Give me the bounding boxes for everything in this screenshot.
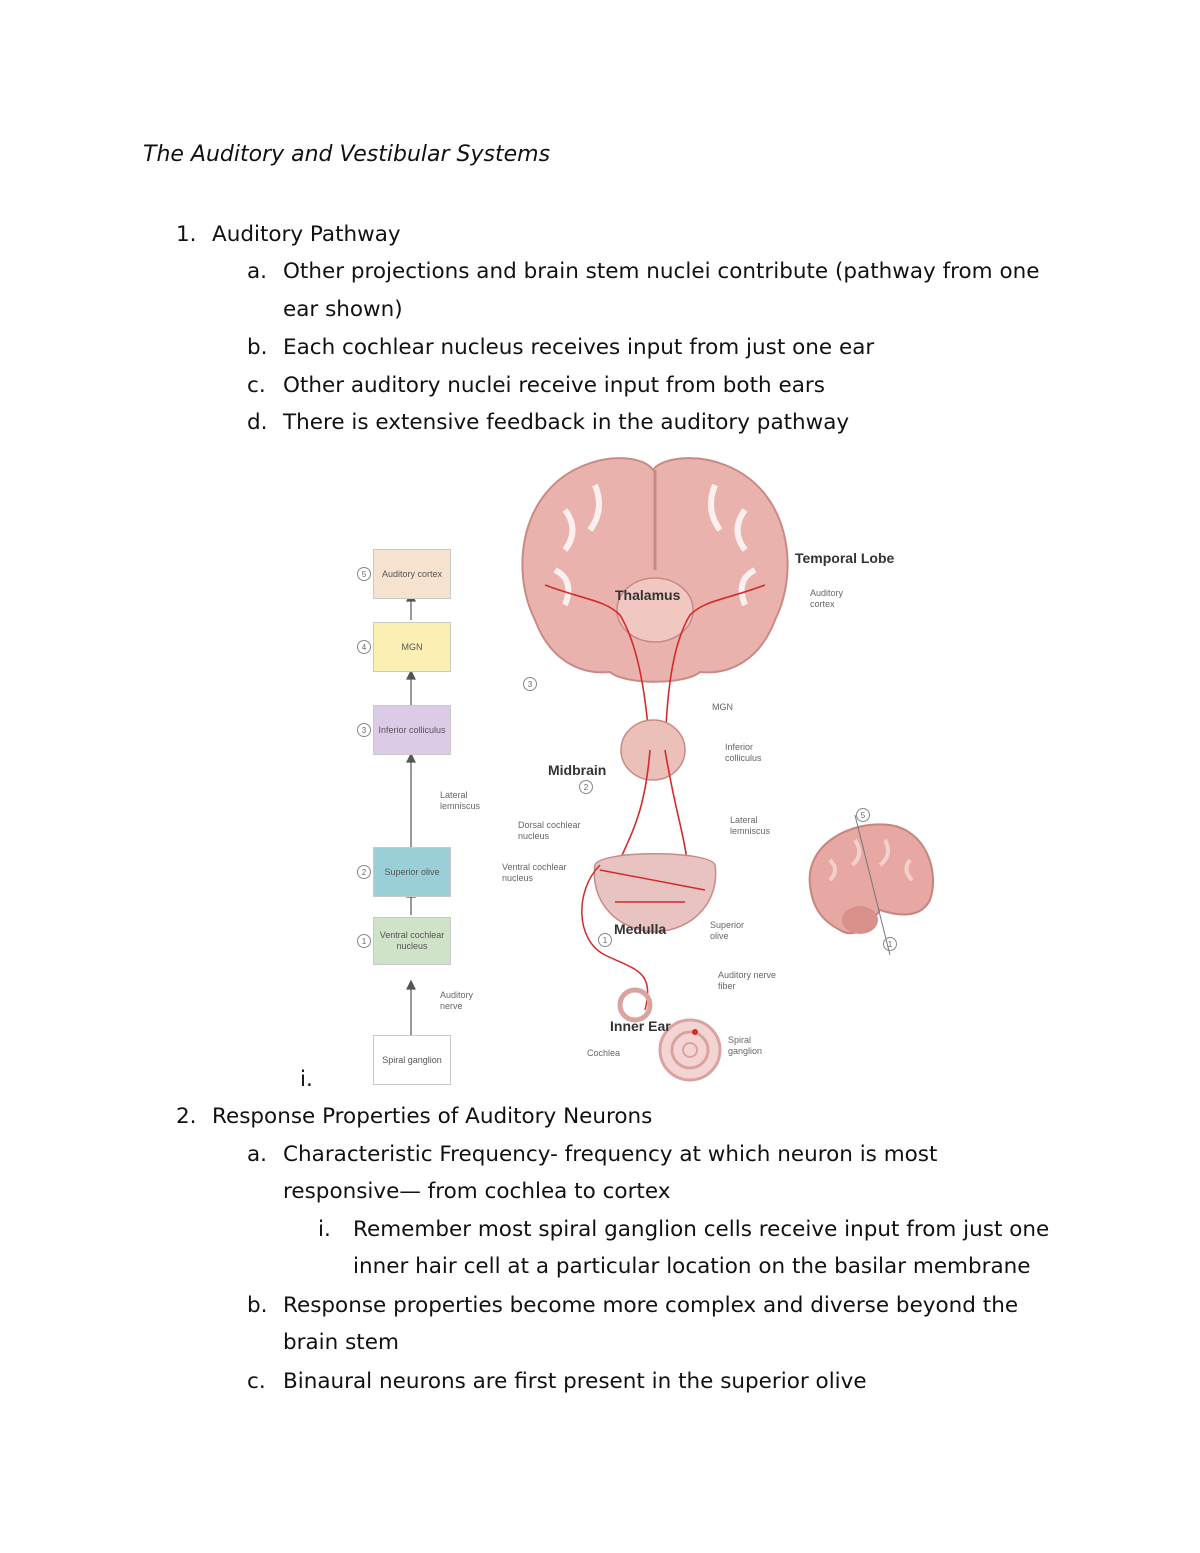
item-d-marker: d.	[247, 410, 268, 435]
label-medulla: Medulla	[614, 921, 667, 937]
item-a-marker: a.	[247, 259, 268, 284]
label-thalamus: Thalamus	[615, 587, 681, 603]
item2-a-i-line1: Remember most spiral ganglion cells rece…	[353, 1217, 1050, 1242]
flow-box-mgn: MGN	[373, 622, 451, 672]
label-ventral-cochlear: Ventral cochlear nucleus	[502, 862, 567, 883]
item2-a-i-line2: inner hair cell at a particular location…	[353, 1254, 1031, 1279]
flow-box-superior-olive: Superior olive	[373, 847, 451, 897]
item-d-line1: There is extensive feedback in the audit…	[283, 410, 850, 435]
flow-num-3: 3	[357, 723, 371, 737]
label-mgn: MGN	[712, 702, 733, 712]
item-a-line1: Other projections and brain stem nuclei …	[283, 259, 1040, 284]
flow-box-inferior-colliculus: Inferior colliculus	[373, 705, 451, 755]
label-inner-ear: Inner Ear	[610, 1018, 671, 1034]
fig-num-1-side: 1	[883, 937, 897, 951]
item2-b-marker: b.	[247, 1293, 268, 1318]
item-c-marker: c.	[247, 373, 266, 398]
item2-c-marker: c.	[247, 1369, 266, 1394]
label-auditory-cortex: Auditory cortex	[810, 588, 844, 609]
flow-num-2: 2	[357, 865, 371, 879]
item2-b-line1: Response properties become more complex …	[283, 1293, 1019, 1318]
label-dorsal-cochlear: Dorsal cochlear nucleus	[518, 820, 581, 841]
fig-num-5-side: 5	[856, 808, 870, 822]
label-midbrain: Midbrain	[548, 762, 607, 778]
coronal-brain-illustration	[521, 457, 789, 1082]
page-title: The Auditory and Vestibular Systems	[143, 142, 551, 167]
sagittal-brain-illustration	[808, 815, 935, 956]
flow-side-lateral-lemniscus: Lateral lemniscus	[440, 790, 481, 811]
flow-num-5: 5	[357, 567, 371, 581]
section2-number: 2.	[176, 1104, 197, 1129]
item-c-line1: Other auditory nuclei receive input from…	[283, 373, 825, 398]
flow-box-ventral-cochlear: Ventral cochlear nucleus	[373, 917, 451, 965]
item2-b-line2: brain stem	[283, 1330, 399, 1355]
section2-heading: Response Properties of Auditory Neurons	[212, 1104, 653, 1129]
flow-box-auditory-cortex: Auditory cortex	[373, 549, 451, 599]
item2-a-i-marker: i.	[318, 1217, 331, 1242]
item2-a-line1: Characteristic Frequency- frequency at w…	[283, 1142, 938, 1167]
label-inferior-colliculus: Inferior colliculus	[725, 742, 762, 763]
section1-number: 1.	[176, 222, 197, 247]
figure-marker: i.	[300, 1067, 313, 1092]
flow-num-1: 1	[357, 934, 371, 948]
fig-num-1: 1	[598, 933, 612, 947]
label-superior-olive: Superior olive	[710, 920, 745, 941]
label-lateral-lemniscus: Lateral lemniscus	[730, 815, 771, 836]
item-a-line2: ear shown)	[283, 297, 403, 322]
item2-c-line1: Binaural neurons are first present in th…	[283, 1369, 867, 1394]
fig-num-2: 2	[579, 780, 593, 794]
label-auditory-nerve-fiber: Auditory nerve fiber	[718, 970, 777, 991]
item-b-line1: Each cochlear nucleus receives input fro…	[283, 335, 875, 360]
flow-box-spiral-ganglion: Spiral ganglion	[373, 1035, 451, 1085]
label-cochlea: Cochlea	[587, 1048, 621, 1058]
flow-side-auditory-nerve: Auditory nerve	[440, 990, 474, 1011]
flow-num-4: 4	[357, 640, 371, 654]
label-temporal-lobe: Temporal Lobe	[795, 550, 895, 566]
item2-a-line2: responsive— from cochlea to cortex	[283, 1179, 671, 1204]
item-b-marker: b.	[247, 335, 268, 360]
fig-num-3: 3	[523, 677, 537, 691]
section1-heading: Auditory Pathway	[212, 222, 401, 247]
label-spiral-ganglion: Spiral ganglion	[728, 1035, 763, 1056]
item2-a-marker: a.	[247, 1142, 268, 1167]
